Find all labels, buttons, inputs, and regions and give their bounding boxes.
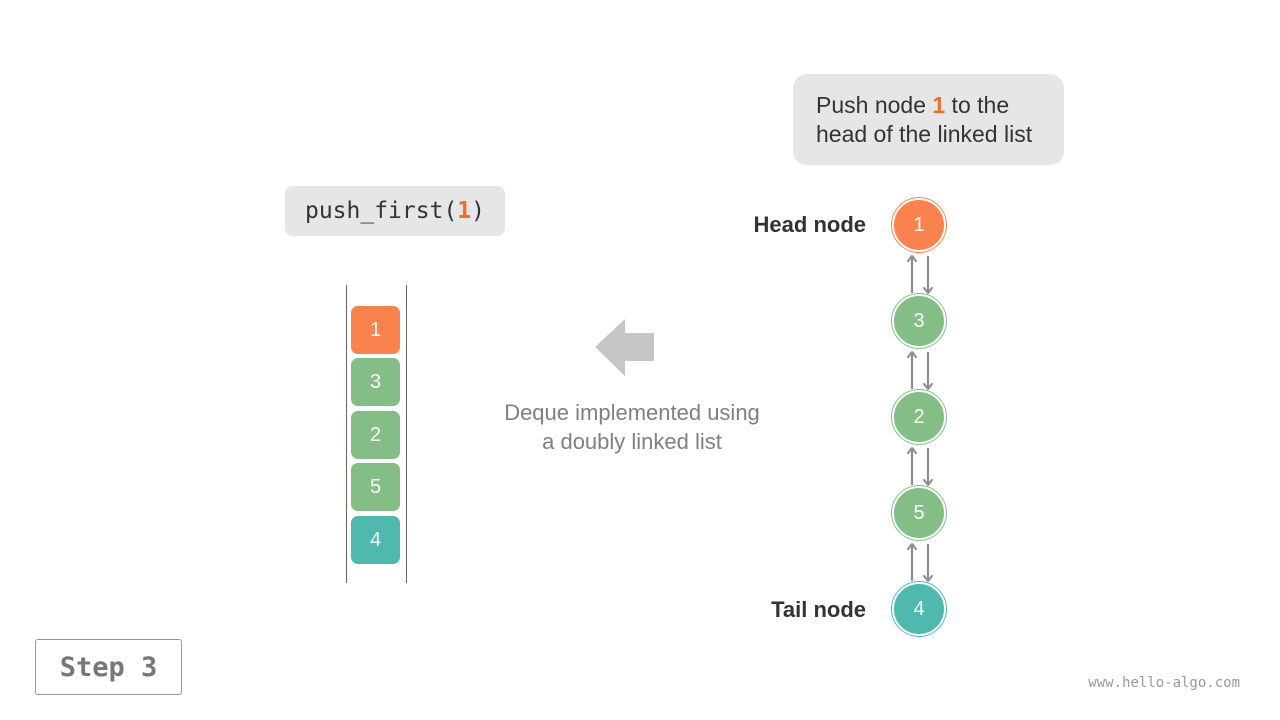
note-suffix: to the [945,92,1010,118]
tail-node-label: Tail node [771,597,866,622]
operation-code: push_first(1) [285,186,505,236]
head-node: 1 [892,198,946,252]
site-watermark: www.hello-algo.com [1088,675,1240,691]
tail-node: 4 [892,582,946,636]
deque-item: 3 [351,358,400,406]
deque-item: 5 [351,463,400,511]
operation-arg: 1 [457,198,472,224]
operation-fn: push_first( [304,198,458,224]
deque-left-wall [346,285,347,583]
arrow-left-icon [595,319,654,376]
diagram-caption: Deque implemented using a doubly linked … [472,398,792,456]
caption-line-1: Deque implemented using [504,400,760,425]
note-value: 1 [932,92,946,118]
step-indicator: Step 3 [35,639,182,695]
head-node-label: Head node [753,212,866,237]
deque-item: 2 [351,411,400,459]
note-line-2: head of the linked list [816,121,1033,147]
deque-item: 1 [351,306,400,354]
list-node: 5 [892,486,946,540]
note-line-1: Push node 1 to the [816,91,1064,120]
list-node: 2 [892,390,946,444]
deque-item: 4 [351,516,400,564]
deque-right-wall [406,285,407,583]
list-node: 3 [892,294,946,348]
step-note: Push node 1 to the head of the linked li… [793,74,1064,165]
caption-line-2: a doubly linked list [542,429,722,454]
operation-close: ) [471,198,486,224]
note-prefix: Push node [816,92,933,118]
